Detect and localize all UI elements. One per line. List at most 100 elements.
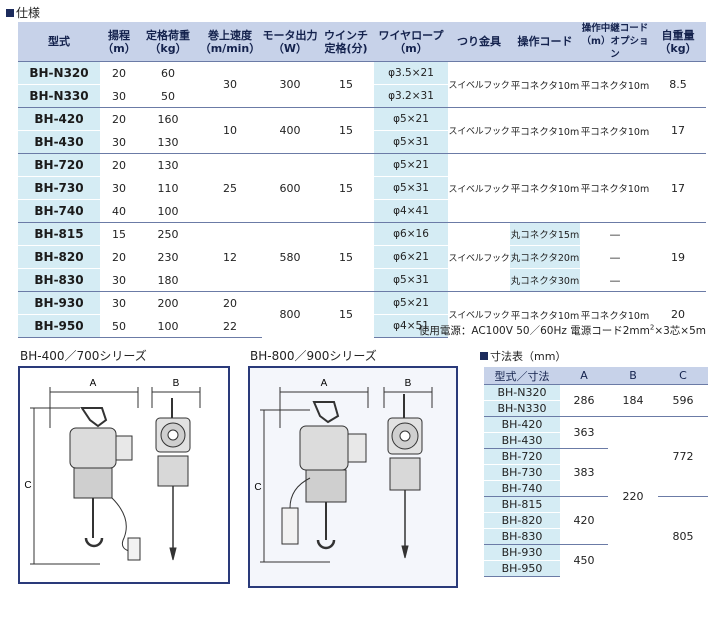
motor-cell: 800	[262, 291, 318, 338]
table-row: BH-740	[484, 480, 708, 497]
model-cell: BH-420	[18, 107, 100, 131]
model-cell: BH-N320	[18, 61, 100, 85]
header-relay-cord: 操作中継コード（m）オプション	[580, 22, 650, 62]
hook-cell: スイベルフック	[448, 153, 510, 223]
lift-cell: 20	[100, 245, 138, 269]
load-cell: 180	[138, 268, 198, 292]
diagram-left-title: BH-400／700シリーズ	[20, 349, 147, 363]
rope-cell: φ5×21	[374, 291, 448, 315]
header-winch: ウインチ定格(分)	[318, 22, 374, 62]
hoist-800-900-drawing: A B C	[254, 378, 433, 563]
model-cell: BH-740	[18, 199, 100, 223]
load-cell: 130	[138, 130, 198, 154]
speed-cell: 25	[198, 153, 262, 223]
rope-cell: φ5×21	[374, 153, 448, 177]
winch-cell: 15	[318, 107, 374, 154]
winch-cell: 15	[318, 222, 374, 292]
motor-cell: 600	[262, 153, 318, 223]
model-cell: BH-420	[484, 416, 560, 433]
table-row: BH-950	[484, 560, 708, 577]
table-row: BH-430 30 130 φ5×31	[18, 130, 706, 154]
cord-cell: 丸コネクタ30m	[510, 268, 580, 292]
dim-a-cell: 450	[560, 544, 608, 577]
dim-a-cell: 420	[560, 496, 608, 545]
dimensions-title: 寸法表（mm）	[480, 348, 566, 364]
dim-c-label: C	[254, 482, 261, 493]
model-cell: BH-730	[484, 464, 560, 481]
model-cell: BH-720	[484, 448, 560, 465]
model-cell: BH-950	[484, 560, 560, 577]
dim-header-b: B	[608, 367, 658, 385]
model-cell: BH-930	[18, 291, 100, 315]
model-cell: BH-820	[18, 245, 100, 269]
header-cord: 操作コード	[510, 22, 580, 62]
winch-cell: 15	[318, 153, 374, 223]
model-cell: BH-720	[18, 153, 100, 177]
model-cell: BH-740	[484, 480, 560, 497]
header-speed: 巻上速度（m/min）	[198, 22, 262, 62]
lift-cell: 30	[100, 291, 138, 315]
relay-cord-cell: 平コネクタ10m	[580, 291, 650, 338]
header-model: 型式	[18, 22, 100, 62]
diagram-right-frame: A B C	[248, 366, 458, 588]
load-cell: 100	[138, 199, 198, 223]
dim-header-model: 型式／寸法	[484, 367, 560, 385]
model-cell: BH-950	[18, 314, 100, 338]
dim-c-cell: 772	[658, 416, 708, 497]
dim-a-label: A	[321, 378, 328, 389]
speed-cell: 30	[198, 61, 262, 108]
table-row: BH-N330	[484, 400, 708, 417]
relay-cord-cell: —	[580, 268, 650, 292]
lift-cell: 30	[100, 84, 138, 108]
table-row: BH-815 15 250 12 580 15 φ6×16 スイベルフック 丸コ…	[18, 222, 706, 292]
model-cell: BH-820	[484, 512, 560, 529]
load-cell: 50	[138, 84, 198, 108]
load-cell: 250	[138, 222, 198, 246]
table-row: BH-930 30 200 20 800 15 φ5×21 スイベルフック 平コ…	[18, 291, 706, 338]
lift-cell: 20	[100, 61, 138, 85]
load-cell: 160	[138, 107, 198, 131]
model-cell: BH-815	[484, 496, 560, 513]
rope-cell: φ3.5×21	[374, 61, 448, 85]
weight-cell: 20	[650, 291, 706, 338]
cord-cell: 平コネクタ10m	[510, 107, 580, 154]
dim-a-label: A	[90, 378, 97, 389]
weight-cell: 19	[650, 222, 706, 292]
load-cell: 200	[138, 291, 198, 315]
motor-cell: 400	[262, 107, 318, 154]
lift-cell: 20	[100, 153, 138, 177]
square-bullet-icon	[480, 352, 488, 360]
section-title: 仕様	[6, 4, 40, 21]
table-row: BH-430	[484, 432, 708, 449]
load-cell: 60	[138, 61, 198, 85]
lift-cell: 30	[100, 130, 138, 154]
header-weight: 自重量（kg）	[650, 22, 706, 62]
relay-cord-cell: 平コネクタ10m	[580, 107, 650, 154]
table-row: BH-N320 286 184 596	[484, 384, 708, 417]
header-motor: モータ出力（W）	[262, 22, 318, 62]
header-hook: つり金具	[448, 22, 510, 62]
motor-cell: 580	[262, 222, 318, 292]
winch-cell: 15	[318, 61, 374, 108]
spec-header-row: 型式 揚程（m） 定格荷重（kg） 巻上速度（m/min） モータ出力（W） ウ…	[18, 22, 706, 62]
rope-cell: φ4×51	[374, 314, 448, 338]
header-load: 定格荷重（kg）	[138, 22, 198, 62]
speed-cell: 20	[198, 291, 262, 315]
diagram-left-frame: A B C	[18, 366, 230, 584]
rope-cell: φ4×41	[374, 199, 448, 223]
model-cell: BH-930	[484, 544, 560, 561]
dim-b-label: B	[405, 378, 412, 389]
load-cell: 230	[138, 245, 198, 269]
load-cell: 100	[138, 314, 198, 338]
table-row: BH-950 50 100 22 φ4×51	[18, 314, 706, 338]
model-cell: BH-430	[484, 432, 560, 449]
speed-cell: 10	[198, 107, 262, 154]
hoist-400-700-drawing: A B C	[24, 378, 201, 565]
dim-a-cell: 383	[560, 448, 608, 497]
model-cell: BH-N320	[484, 384, 560, 401]
hook-cell: スイベルフック	[448, 61, 510, 108]
table-row: BH-820 20 230 φ6×21 丸コネクタ20m —	[18, 245, 706, 269]
model-cell: BH-N330	[484, 400, 560, 417]
model-cell: BH-830	[484, 528, 560, 545]
hook-cell: スイベルフック	[448, 291, 510, 338]
